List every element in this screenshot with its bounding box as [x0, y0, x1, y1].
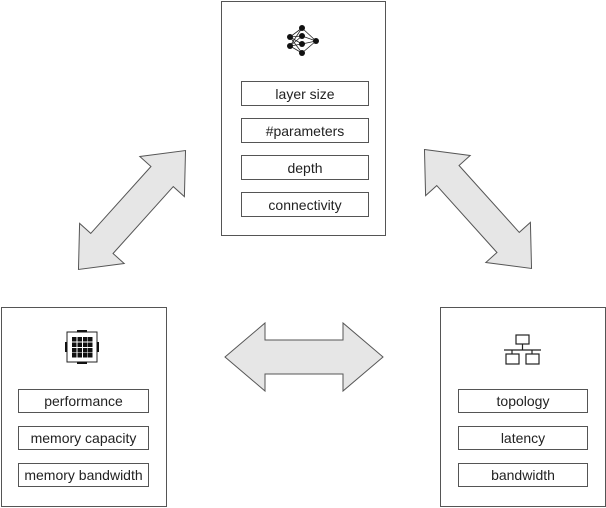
hardware-item: memory bandwidth: [18, 463, 149, 487]
model-item: connectivity: [241, 192, 369, 217]
network-item: latency: [458, 426, 588, 450]
chip-icon: [65, 330, 99, 364]
double-arrow-hardware-network: [224, 321, 384, 393]
network-item: bandwidth: [458, 463, 588, 487]
hardware-panel: performance memory capacity memory bandw…: [1, 307, 167, 507]
hardware-item: performance: [18, 389, 149, 413]
network-topology-icon: [504, 334, 541, 365]
model-item: depth: [241, 155, 369, 180]
network-panel: topology latency bandwidth: [440, 307, 606, 507]
network-item: topology: [458, 389, 588, 413]
neural-network-icon: [287, 25, 319, 56]
double-arrow-model-network: [423, 148, 533, 270]
model-panel: layer size #parameters depth connectivit…: [221, 1, 386, 236]
double-arrow-model-hardware: [77, 149, 187, 271]
model-item: layer size: [241, 81, 369, 106]
hardware-item: memory capacity: [18, 426, 149, 450]
model-item: #parameters: [241, 118, 369, 143]
